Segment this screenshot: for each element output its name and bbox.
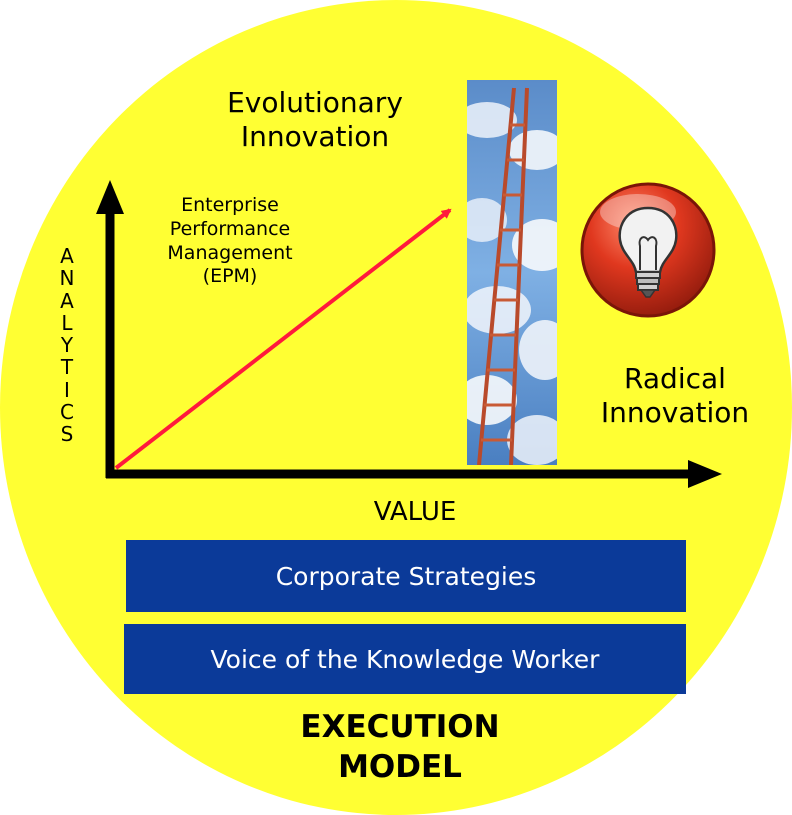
y-axis-letter: C: [60, 400, 74, 425]
voice-of-knowledge-worker-bar: Voice of the Knowledge Worker: [124, 624, 686, 694]
evolutionary-line: Evolutionary: [227, 86, 403, 119]
model-line: MODEL: [338, 749, 462, 785]
y-axis-arrowhead: [96, 180, 124, 214]
evolutionary-innovation-label: Evolutionary Innovation: [195, 86, 435, 153]
ladder-to-sky-image: [467, 80, 557, 465]
y-axis-letter: N: [59, 266, 75, 291]
y-axis-letter: Y: [60, 333, 74, 358]
epm-label: Enterprise Performance Management (EPM): [140, 194, 320, 289]
epm-line-1: Enterprise: [181, 194, 279, 216]
y-axis-letter: A: [60, 288, 74, 313]
voice-of-knowledge-worker-text: Voice of the Knowledge Worker: [210, 644, 600, 674]
radical-line: Radical: [624, 362, 726, 395]
y-axis-letter: A: [60, 244, 74, 268]
y-axis-letter: T: [60, 355, 74, 380]
radical-innovation-line: Innovation: [600, 395, 750, 429]
y-axis-label: A N A L Y T I C S: [55, 245, 79, 446]
epm-line-4: (EPM): [202, 265, 258, 288]
execution-line: EXECUTION: [300, 709, 500, 745]
corporate-strategies-bar: Corporate Strategies: [126, 540, 686, 612]
radical-innovation-label: Radical Innovation: [580, 362, 770, 429]
x-axis-label: VALUE: [373, 497, 457, 527]
execution-model-title: EXECUTION MODEL: [250, 707, 550, 787]
y-axis-letter: I: [64, 377, 70, 402]
y-axis-letter: L: [61, 310, 73, 335]
growth-arrow: [114, 208, 452, 470]
epm-line-2: Performance: [169, 217, 291, 240]
y-axis-letter: S: [60, 422, 74, 447]
innovation-line: Innovation: [240, 119, 390, 153]
lightbulb-icon: [580, 182, 716, 318]
epm-line-3: Management: [167, 241, 293, 264]
x-axis-arrowhead: [688, 460, 722, 488]
corporate-strategies-text: Corporate Strategies: [275, 561, 537, 591]
